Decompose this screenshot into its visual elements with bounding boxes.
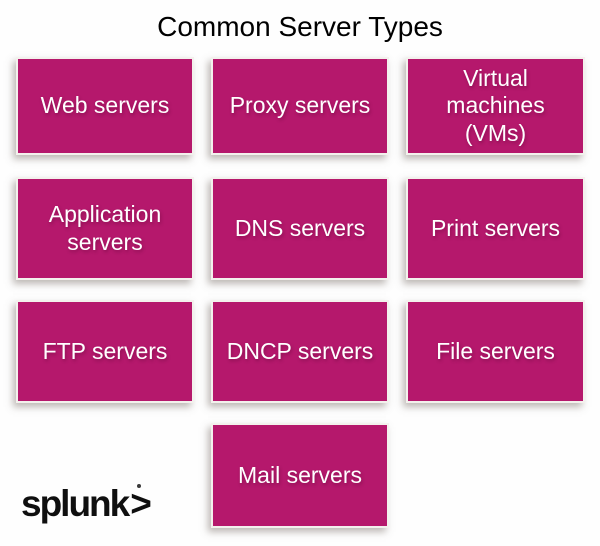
splunk-logo: splunk>: [21, 483, 152, 525]
server-box-mail: Mail servers: [211, 423, 389, 528]
server-box-label: Virtual machines (VMs): [446, 65, 545, 146]
page-title: Common Server Types: [157, 11, 443, 42]
chevron-dot: [137, 484, 142, 488]
server-box-application: Application servers: [16, 177, 194, 280]
server-box-label: File servers: [436, 337, 555, 364]
server-box-label: FTP servers: [42, 337, 168, 364]
server-box-dns: DNS servers: [211, 177, 389, 280]
server-box-file: File servers: [406, 300, 585, 403]
server-box-web: Web servers: [16, 57, 194, 155]
server-box-label: Web servers: [40, 92, 170, 119]
splunk-chevron-icon: >: [130, 483, 152, 524]
server-box-ftp: FTP servers: [16, 300, 194, 403]
server-box-label: Application servers: [48, 201, 162, 255]
server-box-dncp: DNCP servers: [211, 300, 389, 403]
server-box-label: DNS servers: [234, 214, 366, 241]
server-box-label: Print servers: [430, 214, 561, 241]
server-box-label: Mail servers: [238, 461, 362, 488]
splunk-logo-text: splunk: [21, 483, 130, 524]
server-box-proxy: Proxy servers: [211, 57, 389, 155]
server-box-print: Print servers: [406, 177, 585, 280]
server-box-label: DNCP servers: [226, 337, 374, 364]
server-box-virtual-machines: Virtual machines (VMs): [406, 57, 585, 155]
server-box-label: Proxy servers: [229, 92, 371, 119]
